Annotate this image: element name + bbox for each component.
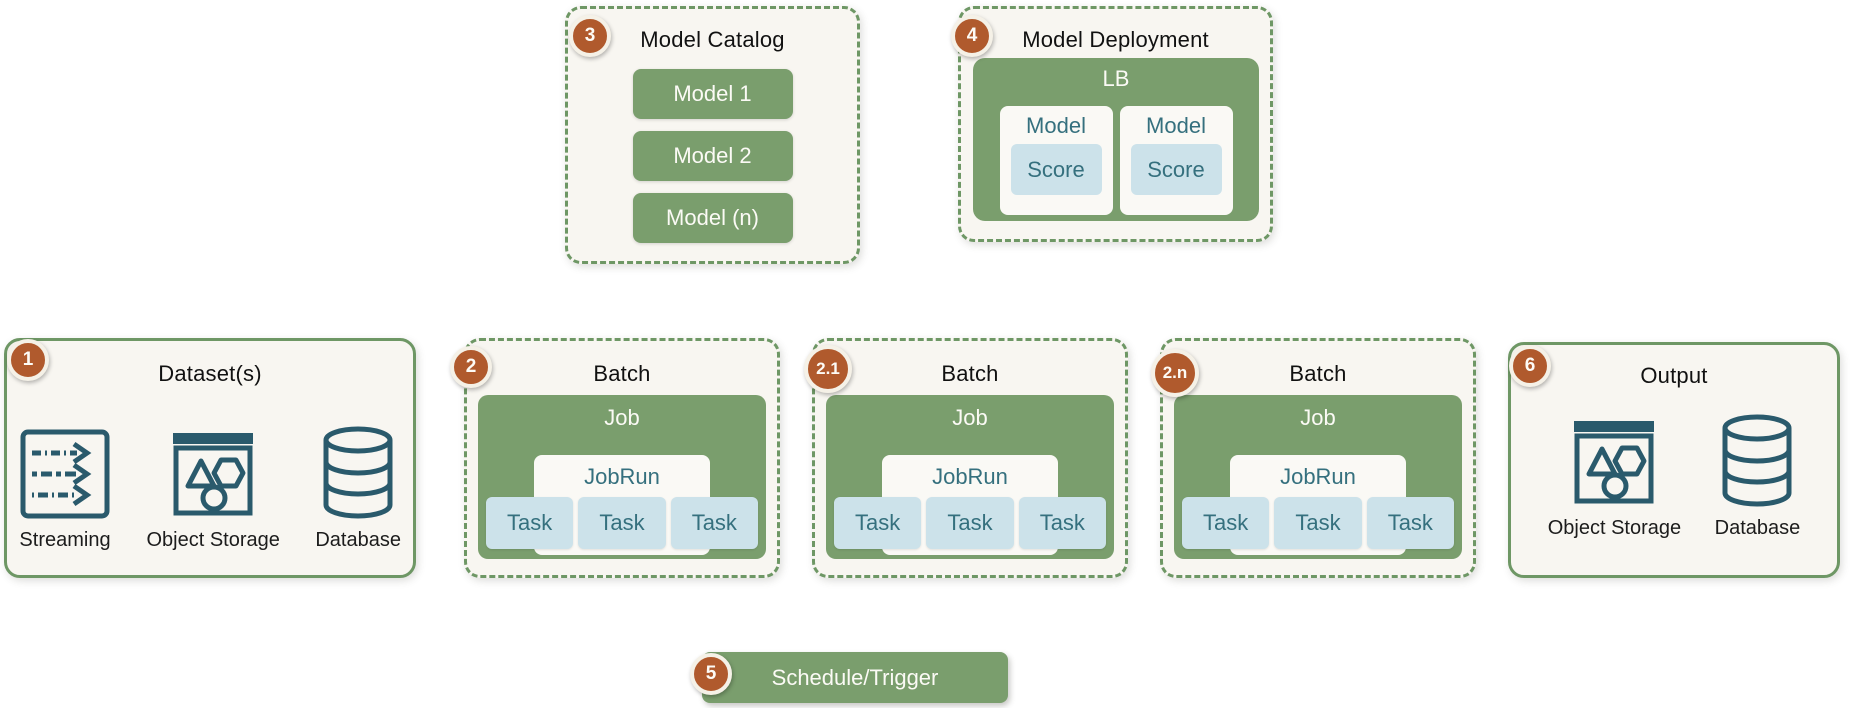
score-endpoint: Score — [1130, 144, 1222, 195]
task-box: Task — [578, 497, 666, 549]
task-row: Task Task Task — [834, 497, 1106, 549]
step-badge-4: 4 — [951, 15, 993, 57]
streaming-label: Streaming — [19, 529, 111, 551]
replica-model-label: Model — [1026, 113, 1086, 138]
model-item-n: Model (n) — [632, 193, 793, 243]
step-badge-2: 2 — [450, 346, 492, 388]
dataset-sources: Streaming Object Storage — [19, 425, 401, 552]
task-box: Task — [834, 497, 922, 549]
task-row: Task Task Task — [486, 497, 758, 549]
model-replica-1: Model Score — [999, 106, 1113, 215]
job-label: Job — [604, 405, 640, 430]
task-box: Task — [1182, 497, 1270, 549]
model-item-1: Model 1 — [632, 69, 793, 119]
database-label: Database — [315, 529, 401, 551]
task-row: Task Task Task — [1182, 497, 1454, 549]
step-badge-1: 1 — [7, 339, 49, 381]
model-catalog-panel: 3 Model Catalog Model 1 Model 2 Model (n… — [565, 6, 860, 264]
batch-panel-2-n: 2.n Batch Job JobRun Task Task Task — [1151, 338, 1476, 578]
database-target: Database — [1714, 413, 1801, 540]
replica-row: Model Score Model Score — [973, 106, 1259, 215]
step-number: 2 — [465, 356, 477, 377]
step-badge-6: 6 — [1509, 345, 1551, 387]
model-item-2: Model 2 — [632, 131, 793, 181]
batch-title: Batch — [941, 361, 999, 386]
output-panel: 6 Output Object Storage — [1508, 342, 1840, 578]
step-badge-2-1: 2.1 — [804, 345, 852, 393]
replica-model-label: Model — [1146, 113, 1206, 138]
dataset-panel: 1 Dataset(s) Streaming — [4, 338, 416, 578]
batch-panel-2-1: 2.1 Batch Job JobRun Task Task Task — [804, 338, 1128, 578]
model-deployment-panel: 4 Model Deployment LB Model Score Model … — [951, 6, 1273, 242]
model-list: Model 1 Model 2 Model (n) — [568, 69, 857, 243]
step-badge-5: 5 — [690, 653, 732, 695]
batch-title: Batch — [593, 361, 651, 386]
step-number: 4 — [966, 25, 978, 46]
database-source: Database — [315, 425, 401, 552]
model-catalog-title: Model Catalog — [640, 27, 785, 52]
object-storage-source: Object Storage — [146, 428, 280, 552]
streaming-icon — [20, 429, 110, 519]
jobrun-label: JobRun — [932, 464, 1008, 489]
schedule-trigger-label: Schedule/Trigger — [771, 664, 939, 690]
jobrun-label: JobRun — [584, 464, 660, 489]
model-replica-2: Model Score — [1119, 106, 1233, 215]
object-storage-label: Object Storage — [146, 529, 280, 551]
step-number: 2.n — [1162, 363, 1188, 382]
step-number: 2.1 — [816, 359, 840, 378]
step-badge-2-n: 2.n — [1151, 349, 1199, 397]
step-number: 3 — [584, 25, 596, 46]
job-box: Job JobRun Task Task Task — [478, 395, 766, 559]
job-label: Job — [1300, 405, 1336, 430]
load-balancer-box: LB Model Score Model Score — [973, 58, 1259, 221]
batch-title: Batch — [1289, 361, 1347, 386]
job-box: Job JobRun Task Task Task — [826, 395, 1114, 559]
task-box: Task — [486, 497, 574, 549]
database-icon — [1722, 414, 1792, 507]
task-box: Task — [1018, 497, 1106, 549]
job-box: Job JobRun Task Task Task — [1174, 395, 1462, 559]
object-storage-label: Object Storage — [1547, 517, 1682, 539]
streaming-source: Streaming — [19, 428, 111, 552]
database-icon — [323, 426, 393, 519]
jobrun-label: JobRun — [1280, 464, 1356, 489]
load-balancer-label: LB — [1102, 66, 1130, 91]
step-number: 5 — [705, 663, 717, 684]
model-deployment-title: Model Deployment — [1022, 27, 1209, 52]
dataset-title: Dataset(s) — [158, 361, 262, 386]
task-box: Task — [670, 497, 758, 549]
output-title: Output — [1640, 363, 1708, 388]
task-box: Task — [926, 497, 1014, 549]
step-number: 1 — [22, 349, 34, 370]
step-number: 6 — [1524, 355, 1536, 376]
object-storage-icon — [1574, 421, 1655, 504]
object-storage-icon — [173, 433, 254, 516]
step-badge-3: 3 — [569, 15, 611, 57]
job-label: Job — [952, 405, 988, 430]
database-label: Database — [1714, 517, 1801, 539]
batch-panel-2: 2 Batch Job JobRun Task Task Task — [450, 338, 780, 578]
task-box: Task — [1274, 497, 1362, 549]
output-targets: Object Storage Database — [1531, 413, 1817, 540]
task-box: Task — [1366, 497, 1454, 549]
object-storage-target: Object Storage — [1548, 416, 1681, 540]
score-endpoint: Score — [1010, 144, 1102, 195]
schedule-trigger-bar: 5 Schedule/Trigger — [690, 652, 1008, 703]
